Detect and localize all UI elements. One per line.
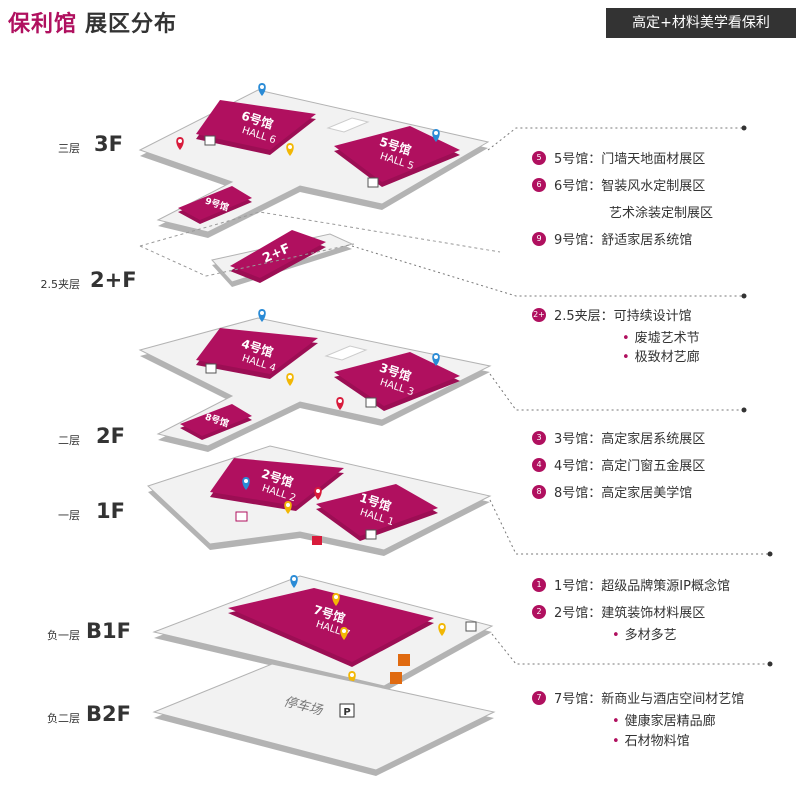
info-icon: [235, 511, 248, 522]
restroom-icon: [205, 363, 217, 374]
hall-number-icon: 2: [532, 604, 546, 619]
parking-icon: [339, 703, 355, 718]
title-main: 保利馆: [8, 12, 78, 37]
floor-label-b1f-small: 负一层: [47, 629, 80, 642]
floor-25f: 2+F: [139, 211, 501, 287]
restroom-icon: [367, 177, 379, 188]
floor-1f: 2号馆 HALL 2 1号馆 HALL 1: [147, 445, 492, 556]
hall-number-icon: 8: [532, 484, 546, 499]
floor-label-3f: 3F: [94, 132, 123, 156]
slogan-banner: 高定+材料美学看保利: [606, 8, 796, 38]
first-aid-icon: [312, 536, 322, 545]
hall-5-block[interactable]: [334, 126, 460, 182]
floor-label-25f-small: 2.5夹层: [40, 278, 81, 291]
hall-number-icon: 7: [532, 690, 546, 705]
hall-8-block[interactable]: [180, 404, 252, 436]
restroom-icon: [204, 135, 216, 146]
restaurant-icon: [398, 654, 410, 666]
floor-label-25f: 2+F: [90, 268, 137, 292]
restroom-icon: [465, 621, 477, 632]
floor-label-3f-small: 三层: [58, 142, 80, 155]
floor-label-2f-small: 二层: [58, 434, 80, 447]
hall-3-block[interactable]: [334, 352, 460, 406]
hall-9-block[interactable]: [178, 186, 252, 220]
floor-3f: 6号馆 HALL 6 5号馆 HALL 5 9号馆: [138, 83, 490, 238]
hall-7-block[interactable]: [228, 588, 434, 662]
legend-sub-item: •石材物料馆: [612, 734, 690, 749]
hall-4-block[interactable]: [196, 328, 318, 374]
hall-number-icon: 1: [532, 577, 546, 592]
floor-label-b2f: B2F: [86, 702, 131, 726]
floor-b1f: 7号馆 HALL 7: [152, 575, 494, 692]
floor-label-1f-small: 一层: [58, 509, 80, 522]
leader-lines: [351, 127, 770, 665]
hall-2-block[interactable]: [210, 458, 344, 506]
hall-number-icon: 5: [532, 150, 546, 165]
restroom-icon: [365, 529, 377, 540]
hall-number-icon: 2+: [532, 307, 546, 322]
hall-1-block[interactable]: [316, 484, 438, 536]
legend-sub-item: •健康家居精品廊: [612, 714, 716, 729]
floor-2f: 4号馆 HALL 4 3号馆 HALL 3 8号馆: [138, 309, 492, 452]
floor-label-1f: 1F: [96, 499, 125, 523]
hall-number-icon: 6: [532, 177, 546, 192]
restroom-icon: [365, 397, 377, 408]
parking-icon-letter: P: [343, 707, 350, 718]
floor-label-2f: 2F: [96, 424, 125, 448]
hall-number-icon: 4: [532, 457, 546, 472]
legend-item: 艺术涂装定制展区: [609, 206, 714, 221]
legend-sub-item: •废墟艺术节: [622, 331, 700, 346]
legend-sub-item: •极致材艺廊: [622, 350, 700, 365]
floor-label-b2f-small: 负二层: [47, 712, 80, 725]
page-title: 保利馆展区分布: [8, 6, 177, 38]
hall-number-icon: 3: [532, 430, 546, 445]
restaurant-icon: [390, 672, 402, 684]
leader-dots: [741, 125, 773, 667]
hall-number-icon: 9: [532, 231, 546, 246]
title-sub: 展区分布: [85, 12, 178, 37]
floor-b2f: 停车场 P: [152, 663, 496, 776]
floor-label-b1f: B1F: [86, 619, 131, 643]
legend-item: 2+2.5夹层：可持续设计馆: [532, 307, 692, 324]
legend-sub-item: •多材多艺: [612, 628, 677, 643]
hall-6-block[interactable]: [196, 100, 316, 150]
